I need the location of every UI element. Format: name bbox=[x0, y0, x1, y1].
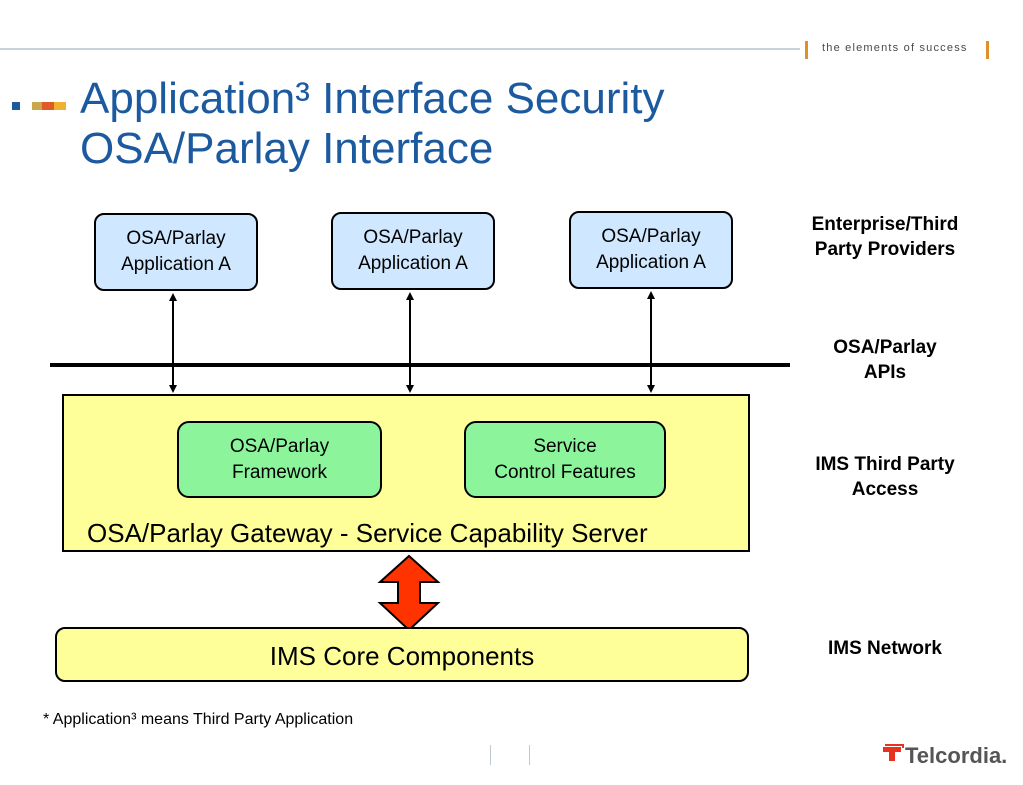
app-box-2-line-2: Application A bbox=[358, 253, 468, 274]
osa-parlay-apis-label: OSA/Parlay APIs bbox=[795, 335, 975, 385]
service-control-box: Service Control Features bbox=[464, 421, 666, 498]
service-control-line-1: Service bbox=[533, 436, 597, 457]
gateway-label: OSA/Parlay Gateway - Service Capability … bbox=[87, 518, 648, 548]
apis-label-line-2: APIs bbox=[863, 362, 907, 383]
app-box-3-line-1: OSA/Parlay bbox=[601, 226, 701, 247]
access-label-line-2: Access bbox=[851, 479, 919, 500]
footnote: * Application³ means Third Party Applica… bbox=[43, 711, 354, 728]
tagline: the elements of success bbox=[822, 42, 968, 54]
access-label-line-1: IMS Third Party bbox=[815, 454, 955, 475]
osa-parlay-api-line bbox=[50, 363, 790, 367]
gateway-core-double-arrow bbox=[377, 554, 441, 632]
telcordia-logo-text: Telcordia. bbox=[905, 743, 1008, 768]
service-control-line-2: Control Features bbox=[494, 462, 636, 483]
ims-core-components-box: IMS Core Components bbox=[55, 627, 749, 682]
framework-box: OSA/Parlay Framework bbox=[177, 421, 382, 498]
framework-line-2: Framework bbox=[231, 462, 327, 483]
title-bullet-icon bbox=[12, 98, 68, 116]
app-box-1-line-1: OSA/Parlay bbox=[126, 228, 226, 249]
framework-line-1: OSA/Parlay bbox=[229, 436, 330, 457]
app-box-1-line-2: Application A bbox=[121, 254, 231, 275]
title-line-1: Application³ Interface Security bbox=[80, 74, 665, 123]
footer-separator-right bbox=[529, 745, 530, 765]
tagline-right-bar bbox=[986, 41, 989, 59]
osa-parlay-application-box-3: OSA/Parlay Application A bbox=[569, 211, 733, 289]
app-box-2-line-1: OSA/Parlay bbox=[363, 227, 463, 248]
ims-network-label: IMS Network bbox=[795, 636, 975, 661]
osa-parlay-application-box-1: OSA/Parlay Application A bbox=[94, 213, 258, 291]
footer-separator-left bbox=[490, 745, 491, 765]
enterprise-label-line-1: Enterprise/Third bbox=[811, 214, 959, 235]
telcordia-logo-icon bbox=[881, 741, 905, 770]
apis-label-line-1: OSA/Parlay bbox=[833, 337, 937, 358]
network-label-line-1: IMS Network bbox=[827, 638, 943, 659]
osa-parlay-application-box-2: OSA/Parlay Application A bbox=[331, 212, 495, 290]
ims-third-party-access-label: IMS Third Party Access bbox=[795, 452, 975, 502]
header-rule bbox=[0, 48, 800, 50]
enterprise-third-party-label: Enterprise/Third Party Providers bbox=[795, 212, 975, 262]
title-line-2: OSA/Parlay Interface bbox=[80, 124, 494, 173]
tagline-left-bar bbox=[805, 41, 808, 59]
page-title: Application³ Interface Security OSA/Parl… bbox=[80, 74, 665, 174]
enterprise-label-line-2: Party Providers bbox=[814, 239, 956, 260]
app-box-3-line-2: Application A bbox=[596, 252, 706, 273]
